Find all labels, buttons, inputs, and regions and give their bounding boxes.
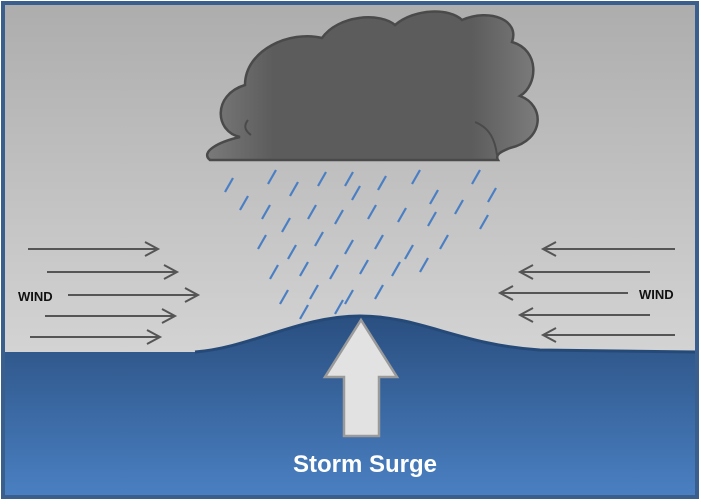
raindrop bbox=[279, 289, 289, 305]
raindrop bbox=[267, 169, 277, 185]
raindrop bbox=[334, 299, 344, 315]
wind-arrow-right bbox=[47, 264, 180, 280]
raindrop bbox=[359, 259, 369, 275]
surge-up-arrow bbox=[322, 317, 400, 438]
wind-arrow-left bbox=[540, 241, 675, 257]
wind-arrow-left bbox=[517, 264, 650, 280]
wind-arrow-left bbox=[540, 327, 675, 343]
wind-arrow-left bbox=[517, 307, 650, 323]
wind-arrow-right bbox=[28, 241, 161, 257]
raindrop bbox=[309, 284, 319, 300]
raindrop bbox=[479, 214, 489, 230]
raindrop bbox=[429, 189, 439, 205]
raindrop bbox=[329, 264, 339, 280]
raindrop bbox=[287, 244, 297, 260]
wind-arrow-right bbox=[68, 287, 201, 303]
raindrop bbox=[239, 195, 249, 211]
raindrop bbox=[299, 261, 309, 277]
raindrop bbox=[351, 185, 361, 201]
raindrop bbox=[454, 199, 464, 215]
raindrop bbox=[427, 211, 437, 227]
raindrop bbox=[344, 289, 354, 305]
raindrop bbox=[367, 204, 377, 220]
raindrop bbox=[374, 284, 384, 300]
raindrop bbox=[404, 244, 414, 260]
raindrop bbox=[487, 187, 497, 203]
rain bbox=[224, 169, 497, 320]
wind-label-right: WIND bbox=[639, 287, 674, 302]
raindrop bbox=[374, 234, 384, 250]
storm-cloud bbox=[206, 10, 539, 162]
cloud-detail bbox=[244, 119, 252, 136]
raindrop bbox=[377, 175, 387, 191]
raindrop bbox=[314, 231, 324, 247]
raindrop bbox=[334, 209, 344, 225]
raindrop bbox=[281, 217, 291, 233]
wind-arrow-left bbox=[497, 285, 628, 301]
raindrop bbox=[317, 171, 327, 187]
raindrop bbox=[411, 169, 421, 185]
surge-wave bbox=[194, 314, 698, 354]
raindrop bbox=[289, 181, 299, 197]
raindrop bbox=[439, 234, 449, 250]
wind-arrow-right bbox=[45, 308, 178, 324]
raindrop bbox=[224, 177, 234, 193]
raindrop bbox=[269, 264, 279, 280]
raindrop bbox=[391, 261, 401, 277]
storm-surge-label: Storm Surge bbox=[293, 451, 437, 478]
raindrop bbox=[261, 204, 271, 220]
raindrop bbox=[299, 304, 309, 320]
raindrop bbox=[471, 169, 481, 185]
raindrop bbox=[344, 239, 354, 255]
raindrop bbox=[419, 257, 429, 273]
wind-label-left: WIND bbox=[18, 289, 53, 304]
raindrop bbox=[344, 171, 354, 187]
raindrop bbox=[257, 234, 267, 250]
raindrop bbox=[397, 207, 407, 223]
wind-arrow-right bbox=[30, 329, 163, 345]
raindrop bbox=[307, 204, 317, 220]
cloud-detail bbox=[474, 121, 498, 156]
